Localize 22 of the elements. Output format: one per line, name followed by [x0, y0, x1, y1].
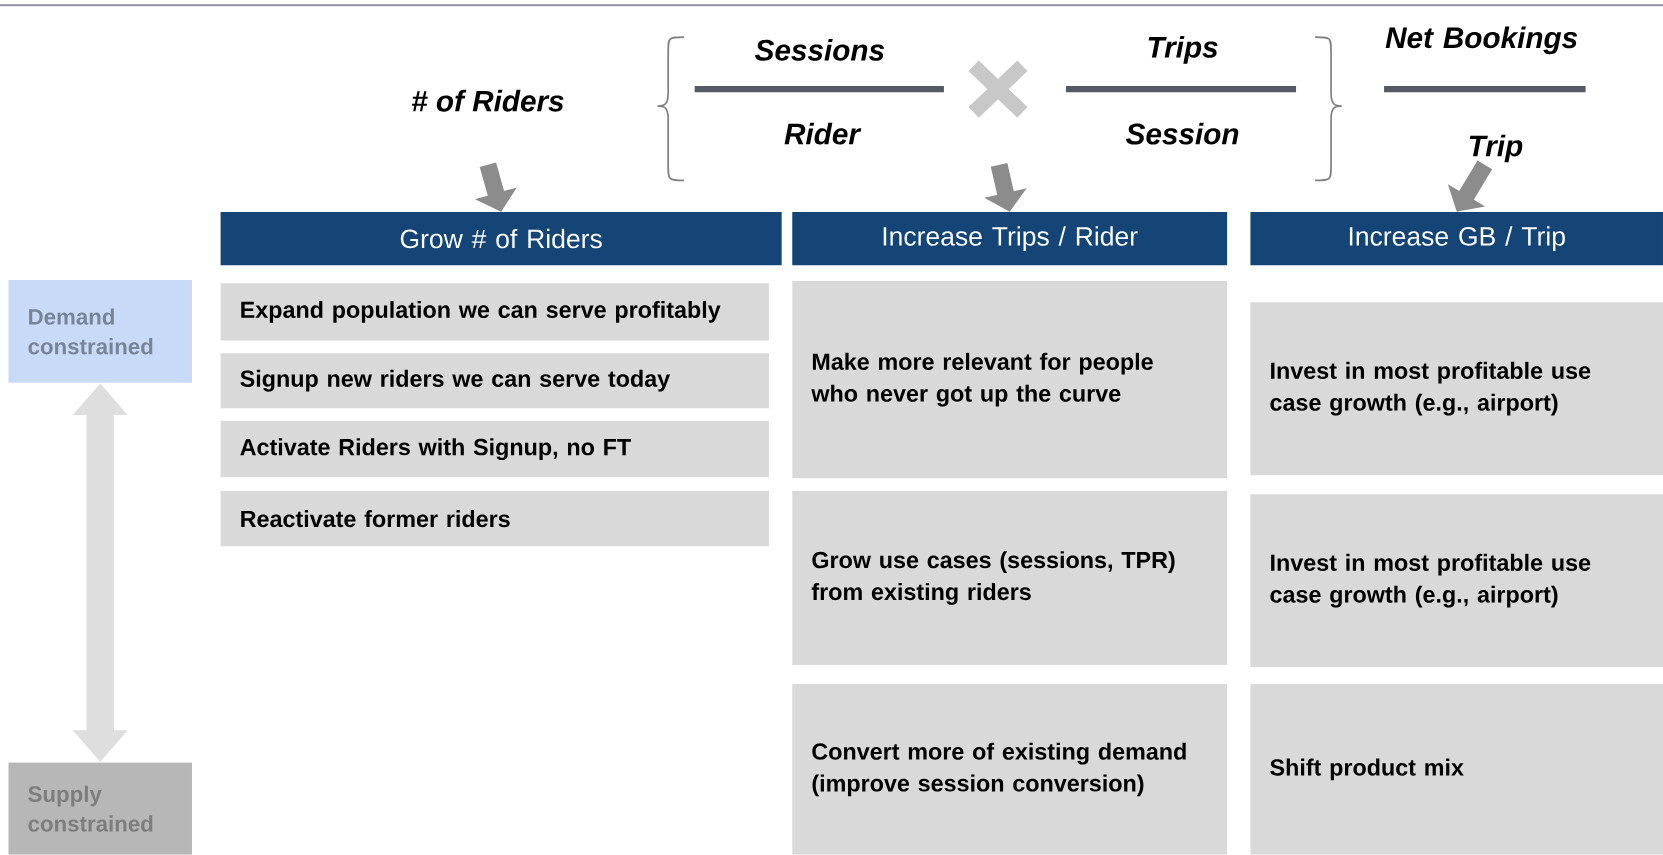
column-header: Grow # of Riders [220, 212, 782, 266]
strategy-box: Expand population we can serve profitably [220, 283, 769, 341]
strategy-box: Make more relevant for people who never got up the curve [792, 281, 1228, 479]
column-header: Increase Trips / Rider [792, 212, 1228, 266]
fraction-term: Rider [784, 122, 862, 145]
fraction-term: Trip [1469, 134, 1523, 163]
column-header: Increase GB / Trip [1250, 212, 1663, 266]
strategy-box: Shift product mix [1250, 684, 1663, 855]
constraint-box: Demand constrained [8, 280, 192, 383]
strategy-box: Invest in most profitable use case growth (e.g., airport) [1250, 494, 1663, 668]
fraction-term: Net Bookings [1385, 26, 1578, 55]
strategy-box: Grow use cases (sessions, TPR) from existing riders [792, 491, 1228, 666]
metric-label: # of Riders [412, 89, 564, 112]
strategy-box: Invest in most profitable use case growth (e.g., airport) [1250, 302, 1663, 476]
fraction-term: Trips [1148, 36, 1218, 64]
constraint-box: Supply constrained [8, 762, 192, 855]
strategy-box: Reactivate former riders [220, 491, 769, 547]
strategy-box: Convert more of existing demand (improve session conversion) [792, 684, 1228, 855]
strategy-box: Signup new riders we can serve today [220, 353, 769, 409]
fraction-term: Session [1126, 122, 1239, 145]
fraction-term: Sessions [755, 39, 885, 61]
strategy-box: Activate Riders with Signup, no FT [220, 421, 769, 478]
